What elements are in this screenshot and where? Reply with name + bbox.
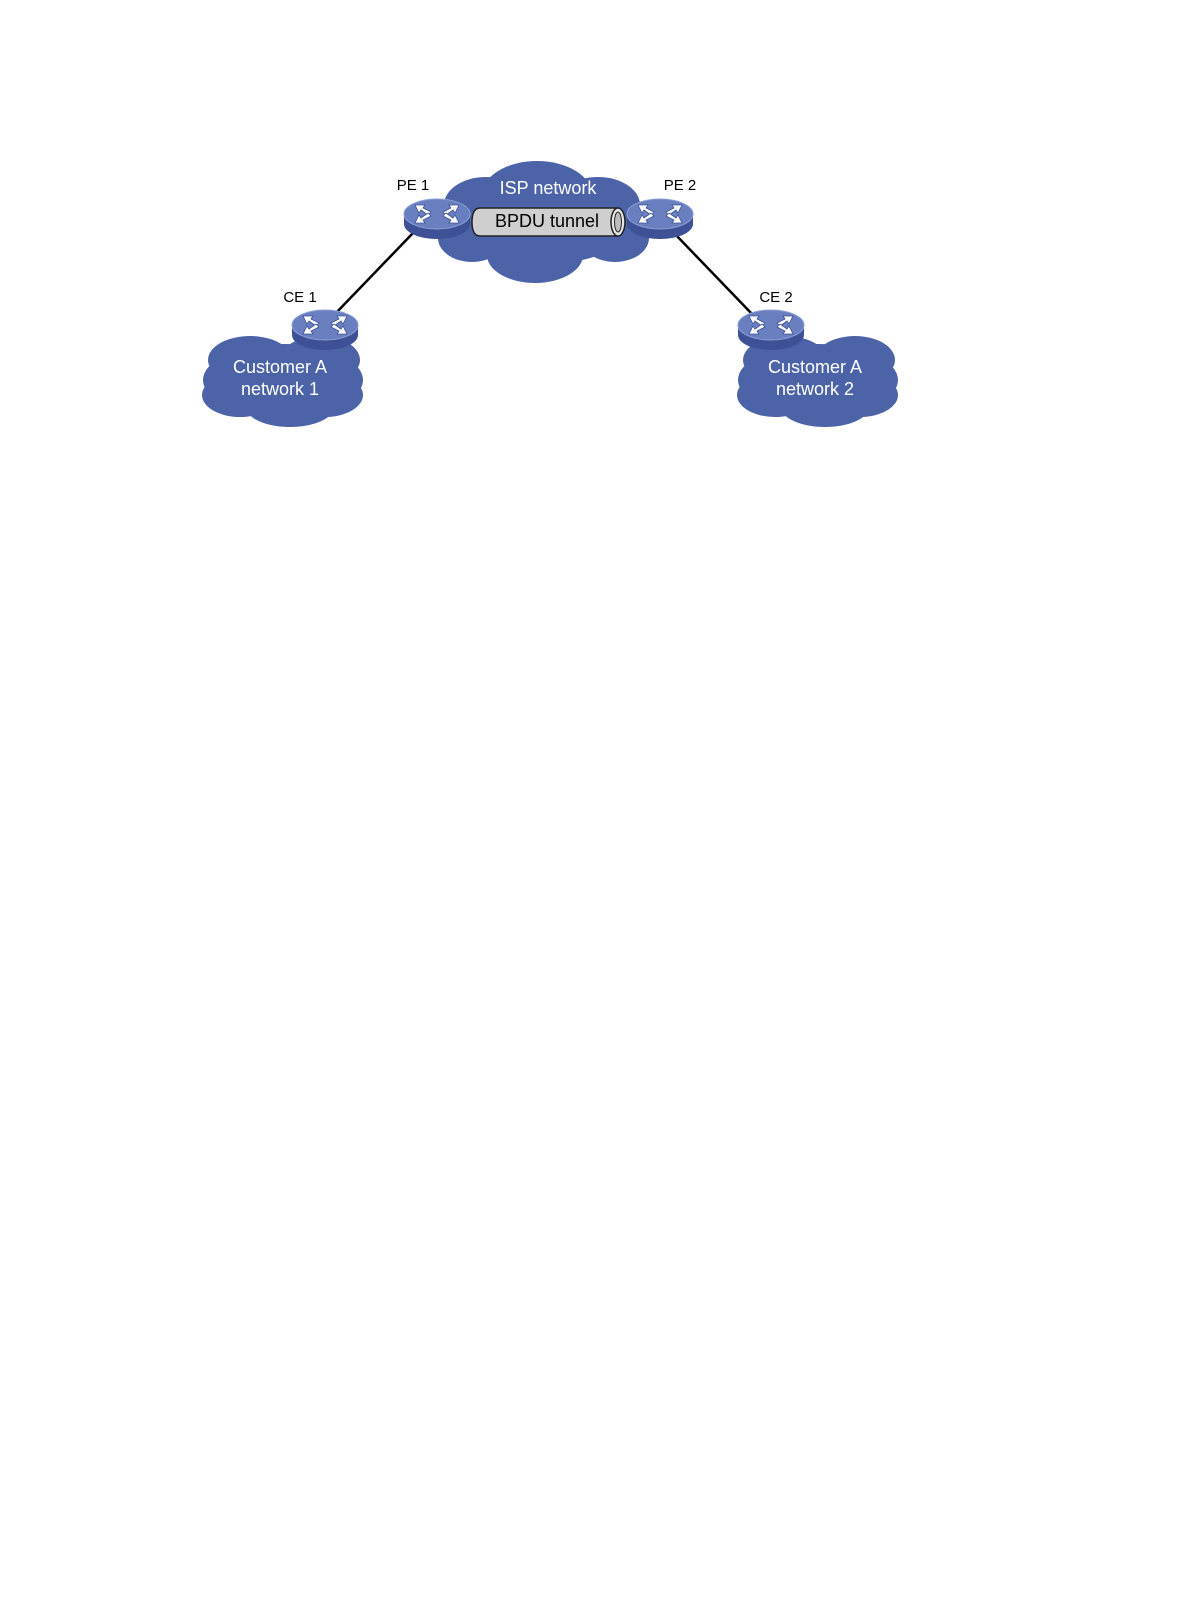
ce1-switch-icon [292, 310, 358, 350]
customer-network-1-label-line2: network 1 [241, 379, 319, 399]
pe2-switch-icon [627, 199, 693, 239]
customer-network-1-label-line1: Customer A [233, 357, 327, 377]
pe1-label: PE 1 [397, 177, 430, 194]
link-pe2-ce2 [674, 233, 752, 314]
pe1-switch-icon [404, 199, 470, 239]
pe2-label: PE 2 [664, 177, 697, 194]
ce2-label: CE 2 [759, 289, 792, 306]
ce1-label: CE 1 [283, 289, 316, 306]
bpdu-tunnel-label: BPDU tunnel [495, 211, 599, 231]
customer-network-2-label-line1: Customer A [768, 357, 862, 377]
isp-network-label: ISP network [500, 178, 598, 198]
ce2-switch-icon [738, 310, 804, 350]
customer-network-2-label-line2: network 2 [776, 379, 854, 399]
link-pe1-ce1 [335, 233, 413, 314]
